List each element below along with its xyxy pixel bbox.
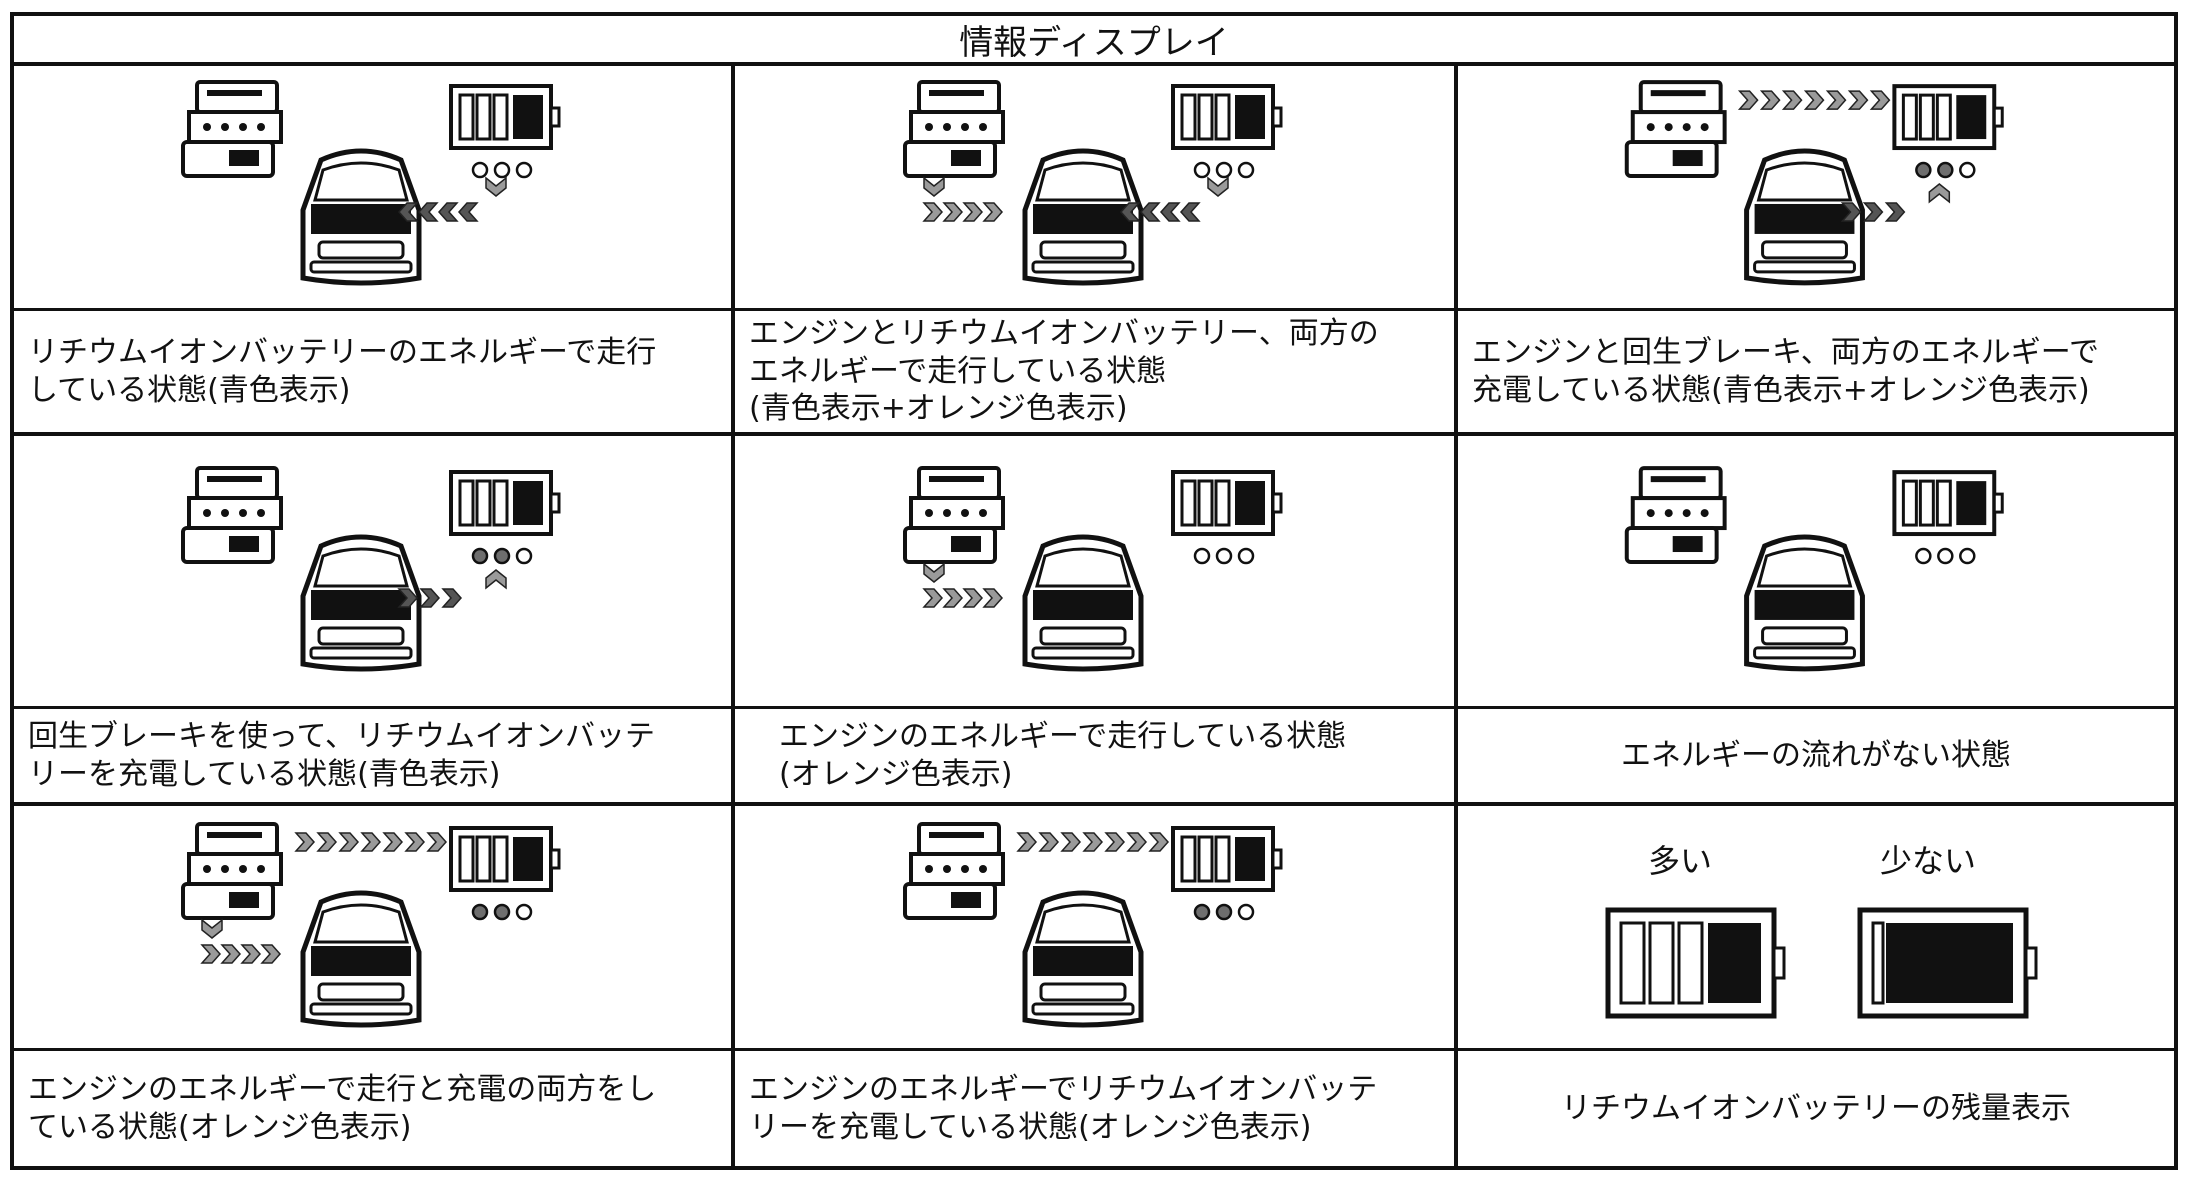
battery-down-arrow: [1207, 176, 1229, 197]
status-dots: [471, 161, 533, 179]
engine-to-battery-arrows: [1016, 832, 1170, 852]
state-cell-engine-and-regen-charge: エンジンと回生ブレーキ、両方のエネルギーで 充電している状態(青色表示+オレンジ…: [1458, 62, 2174, 432]
engine-to-car-arrows: [922, 202, 1004, 222]
car-to-battery-arrows: [1840, 202, 1906, 222]
status-dots: [1193, 903, 1255, 921]
battery-level-legend: 多い 少ない: [1458, 806, 2174, 1048]
column-divider: [1454, 62, 1458, 1166]
car-front-icon: [300, 534, 422, 672]
state-caption: エンジンとリチウムイオンバッテリー、両方の エネルギーで走行している状態 (青色…: [735, 308, 1454, 432]
row-divider: [14, 432, 2174, 436]
battery-icon: [1171, 470, 1283, 536]
state-caption: リチウムイオンバッテリーのエネルギーで走行 している状態(青色表示): [14, 308, 731, 432]
engine-icon: [1624, 80, 1727, 179]
status-dots: [1915, 161, 1976, 179]
state-caption: リチウムイオンバッテリーの残量表示: [1458, 1048, 2174, 1166]
energy-flow-graphic: [1624, 466, 2004, 672]
state-caption: エンジンのエネルギーでリチウムイオンバッテ リーを充電している状態(オレンジ色表…: [735, 1048, 1454, 1166]
battery-to-car-arrows: [397, 202, 479, 222]
state-cell-battery-drive: リチウムイオンバッテリーのエネルギーで走行 している状態(青色表示): [14, 62, 731, 432]
energy-flow-graphic: [903, 466, 1283, 672]
battery-up-arrow: [485, 569, 507, 590]
engine-down-arrow: [923, 176, 945, 197]
battery-up-arrow: [1928, 183, 1951, 204]
engine-to-battery-arrows: [1737, 90, 1891, 110]
battery-icon: [1171, 826, 1283, 892]
car-front-icon: [1022, 890, 1144, 1028]
energy-flow-illustration: [14, 806, 731, 1048]
state-cell-engine-drive: エンジンのエネルギーで走行している状態 (オレンジ色表示): [735, 436, 1454, 802]
energy-flow-illustration: [735, 436, 1454, 706]
state-cell-engine-charge: エンジンのエネルギーでリチウムイオンバッテ リーを充電している状態(オレンジ色表…: [735, 806, 1454, 1166]
battery-full-icon: [1605, 907, 1786, 1019]
status-dots: [471, 547, 533, 565]
energy-flow-illustration: [735, 806, 1454, 1048]
energy-flow-illustration: [14, 62, 731, 308]
battery-down-arrow: [485, 176, 507, 197]
column-divider: [731, 62, 735, 1166]
engine-icon: [903, 466, 1005, 564]
engine-icon: [181, 822, 283, 920]
battery-icon: [1892, 470, 2004, 537]
engine-to-car-arrows: [922, 588, 1004, 608]
state-cell-no-flow: エネルギーの流れがない状態: [1458, 436, 2174, 802]
engine-to-battery-arrows: [294, 832, 448, 852]
battery-icon: [1171, 84, 1283, 150]
battery-high-label: 多い: [1648, 842, 1713, 880]
battery-icon: [449, 84, 561, 150]
battery-icon: [449, 826, 561, 892]
energy-flow-graphic: [181, 80, 561, 286]
car-front-icon: [1744, 148, 1865, 286]
energy-flow-illustration: [14, 436, 731, 706]
state-cell-regen-charge: 回生ブレーキを使って、リチウムイオンバッテ リーを充電している状態(青色表示): [14, 436, 731, 802]
engine-down-arrow: [201, 918, 223, 939]
battery-to-car-arrows: [1119, 202, 1201, 222]
info-display-diagram: 情報ディスプレイ リチウムイオンバッテリーのエネルギーで走行 している状態(青色…: [10, 12, 2178, 1170]
car-front-icon: [1022, 148, 1144, 286]
car-front-icon: [1022, 534, 1144, 672]
energy-flow-graphic: [1624, 80, 2004, 286]
state-cell-engine-and-battery-drive: エンジンとリチウムイオンバッテリー、両方の エネルギーで走行している状態 (青色…: [735, 62, 1454, 432]
state-caption: 回生ブレーキを使って、リチウムイオンバッテ リーを充電している状態(青色表示): [14, 706, 731, 802]
energy-flow-illustration: [1458, 436, 2174, 706]
car-to-battery-arrows: [397, 588, 463, 608]
battery-empty-icon: [1857, 907, 2038, 1019]
car-front-icon: [1744, 534, 1865, 672]
status-dots: [1193, 161, 1255, 179]
battery-low-label: 少ない: [1880, 842, 1977, 880]
state-cell-battery-level: 多い 少ない リチウムイオンバッテリーの残量表示: [1458, 806, 2174, 1166]
energy-flow-illustration: [735, 62, 1454, 308]
engine-icon: [181, 466, 283, 564]
energy-flow-graphic: [903, 80, 1283, 286]
engine-icon: [903, 80, 1005, 178]
state-caption: エンジンのエネルギーで走行と充電の両方をし ている状態(オレンジ色表示): [14, 1048, 731, 1166]
status-dots: [1915, 547, 1976, 565]
energy-flow-graphic: [903, 822, 1283, 1028]
battery-icon: [449, 470, 561, 536]
page-title: 情報ディスプレイ: [14, 16, 2174, 66]
car-front-icon: [300, 148, 422, 286]
state-caption: エンジンと回生ブレーキ、両方のエネルギーで 充電している状態(青色表示+オレンジ…: [1458, 308, 2174, 432]
engine-to-car-arrows: [200, 944, 282, 964]
status-dots: [1193, 547, 1255, 565]
state-caption: エンジンのエネルギーで走行している状態 (オレンジ色表示): [735, 706, 1454, 802]
state-caption: エネルギーの流れがない状態: [1458, 706, 2174, 802]
row-divider: [14, 802, 2174, 806]
state-cell-engine-drive-and-charge: エンジンのエネルギーで走行と充電の両方をし ている状態(オレンジ色表示): [14, 806, 731, 1166]
energy-flow-graphic: [181, 466, 561, 672]
engine-icon: [181, 80, 283, 178]
engine-icon: [903, 822, 1005, 920]
battery-level-graphic: [1605, 907, 2038, 1019]
battery-icon: [1892, 84, 2004, 151]
status-dots: [471, 903, 533, 921]
engine-down-arrow: [923, 562, 945, 583]
energy-flow-graphic: [181, 822, 561, 1028]
energy-flow-illustration: [1458, 62, 2174, 308]
car-front-icon: [300, 890, 422, 1028]
engine-icon: [1624, 466, 1727, 565]
